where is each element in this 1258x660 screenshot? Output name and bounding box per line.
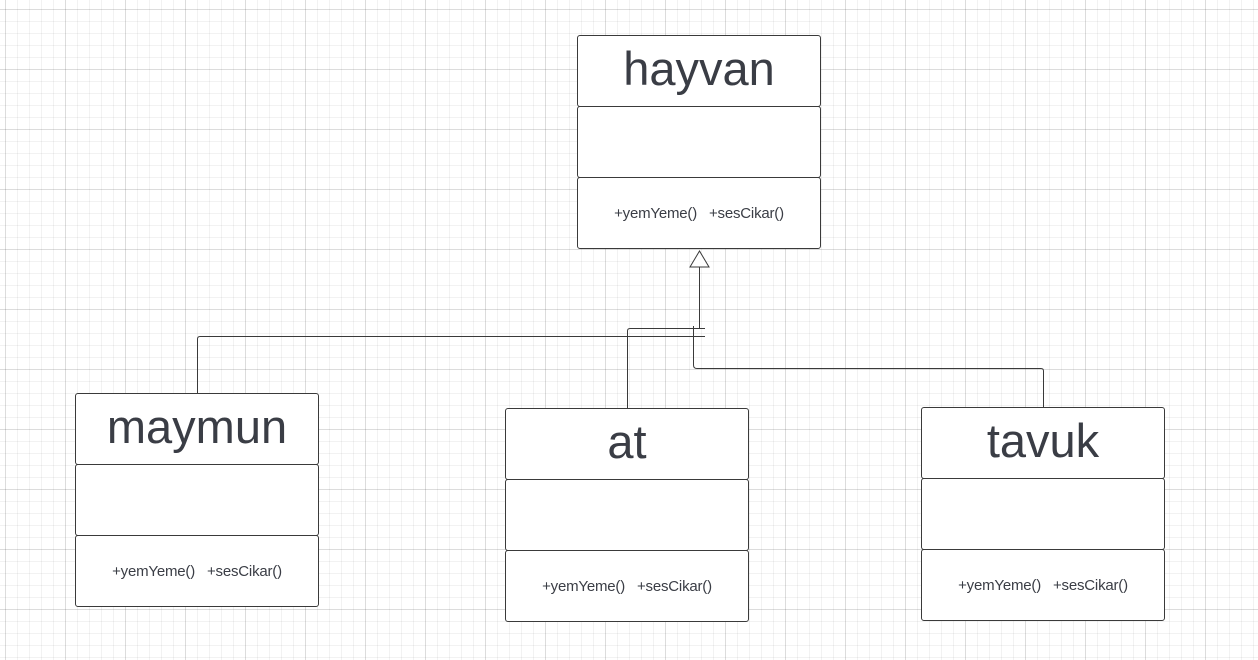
method-list: +yemYeme() +sesCikar() <box>958 577 1128 594</box>
method-sesCikar: +sesCikar() <box>637 577 712 595</box>
class-name: maymun <box>106 399 288 453</box>
class-name: hayvan <box>623 41 775 95</box>
method-sesCikar: +sesCikar() <box>1053 576 1128 594</box>
attributes-section[interactable] <box>577 106 821 178</box>
generalization-arrowhead <box>689 250 710 268</box>
class-name-section[interactable]: at <box>505 408 749 480</box>
method-list: +yemYeme() +sesCikar() <box>112 563 282 580</box>
class-name: tavuk <box>986 413 1100 467</box>
method-list: +yemYeme() +sesCikar() <box>614 205 784 222</box>
attributes-section[interactable] <box>505 479 749 551</box>
connector-maymun-hayvan[interactable] <box>197 336 706 394</box>
class-name: at <box>607 414 647 468</box>
class-at[interactable]: at +yemYeme() +sesCikar() <box>505 408 749 622</box>
method-yemYeme: +yemYeme() <box>614 204 697 222</box>
method-sesCikar: +sesCikar() <box>207 562 282 580</box>
method-yemYeme: +yemYeme() <box>958 576 1041 594</box>
class-maymun[interactable]: maymun +yemYeme() +sesCikar() <box>75 393 319 607</box>
method-list: +yemYeme() +sesCikar() <box>542 578 712 595</box>
methods-section[interactable]: +yemYeme() +sesCikar() <box>75 535 319 607</box>
class-hayvan[interactable]: hayvan +yemYeme() +sesCikar() <box>577 35 821 249</box>
class-name-section[interactable]: maymun <box>75 393 319 465</box>
class-tavuk[interactable]: tavuk +yemYeme() +sesCikar() <box>921 407 1165 621</box>
method-yemYeme: +yemYeme() <box>112 562 195 580</box>
class-name-section[interactable]: tavuk <box>921 407 1165 479</box>
methods-section[interactable]: +yemYeme() +sesCikar() <box>921 549 1165 621</box>
method-sesCikar: +sesCikar() <box>709 204 784 222</box>
connector-tavuk-hayvan[interactable] <box>693 326 1044 407</box>
attributes-section[interactable] <box>75 464 319 536</box>
connector-at-hayvan[interactable] <box>627 328 706 409</box>
methods-section[interactable]: +yemYeme() +sesCikar() <box>505 550 749 622</box>
class-name-section[interactable]: hayvan <box>577 35 821 107</box>
attributes-section[interactable] <box>921 478 1165 550</box>
methods-section[interactable]: +yemYeme() +sesCikar() <box>577 177 821 249</box>
method-yemYeme: +yemYeme() <box>542 577 625 595</box>
